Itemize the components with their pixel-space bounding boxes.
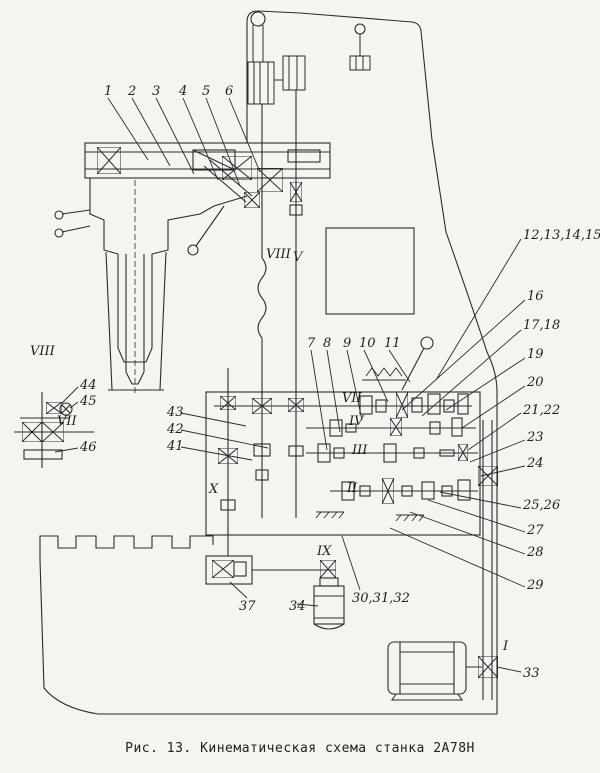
figure-caption: Рис. 13. Кинематическая схема станка 2А7… [125, 741, 475, 756]
callout-41: 41 [167, 439, 184, 454]
main-motor [387, 420, 498, 701]
callout-45: 45 [80, 394, 97, 409]
machine-outline [39, 10, 498, 715]
callout-34: 34 [289, 599, 306, 614]
callout-33: 33 [523, 666, 540, 681]
callout-17-18: 17,18 [523, 318, 561, 333]
callout-28: 28 [527, 545, 544, 560]
belt-drive-top [247, 25, 371, 105]
worm-drive-and-solenoid [205, 555, 345, 630]
shaft-label-viii-left: VIII [30, 344, 55, 359]
callout-29: 29 [527, 578, 544, 593]
shaft-label-vii-left: VII [57, 414, 77, 429]
feed-gearbox [205, 336, 481, 556]
shaft-label-ix: IX [317, 544, 332, 559]
spindle-head [54, 142, 331, 395]
callout-7: 7 [307, 336, 316, 351]
callout-9: 9 [343, 336, 352, 351]
hand-feed-assembly [14, 392, 94, 468]
callout-24: 24 [527, 456, 544, 471]
callout-6: 6 [225, 84, 234, 99]
callout-30-32: 30,31,32 [352, 591, 410, 606]
shaft-label-vii-box: VII [342, 391, 362, 406]
callout-44: 44 [80, 378, 97, 393]
shaft-label-x: X [209, 482, 219, 497]
callout-21-22: 21,22 [523, 403, 561, 418]
callout-42: 42 [167, 422, 184, 437]
callout-27: 27 [527, 523, 544, 538]
callout-12-15: 12,13,14,15 [523, 228, 600, 243]
callout-46: 46 [80, 440, 97, 455]
callout-16: 16 [527, 289, 544, 304]
callout-3: 3 [152, 84, 161, 99]
vertical-shafts [257, 90, 415, 395]
callout-37: 37 [239, 599, 256, 614]
callout-20: 20 [527, 375, 544, 390]
callout-43: 43 [167, 405, 184, 420]
callout-19: 19 [527, 347, 544, 362]
callout-23: 23 [527, 430, 544, 445]
shaft-label-i: I [503, 639, 509, 654]
callout-2: 2 [128, 84, 137, 99]
shaft-label-v: V [293, 250, 303, 265]
shaft-label-ii: II [347, 481, 358, 496]
shaft-label-viii-top: VIII [266, 247, 291, 262]
callout-8: 8 [323, 336, 332, 351]
leader-lines [54, 97, 526, 673]
callout-11: 11 [384, 336, 401, 351]
shaft-label-iii: III [352, 443, 368, 458]
callout-25-26: 25,26 [523, 498, 561, 513]
callout-10: 10 [359, 336, 376, 351]
callout-4: 4 [179, 84, 188, 99]
shaft-label-iv: IV [349, 414, 364, 429]
callout-1: 1 [104, 84, 113, 99]
callout-5: 5 [202, 84, 211, 99]
